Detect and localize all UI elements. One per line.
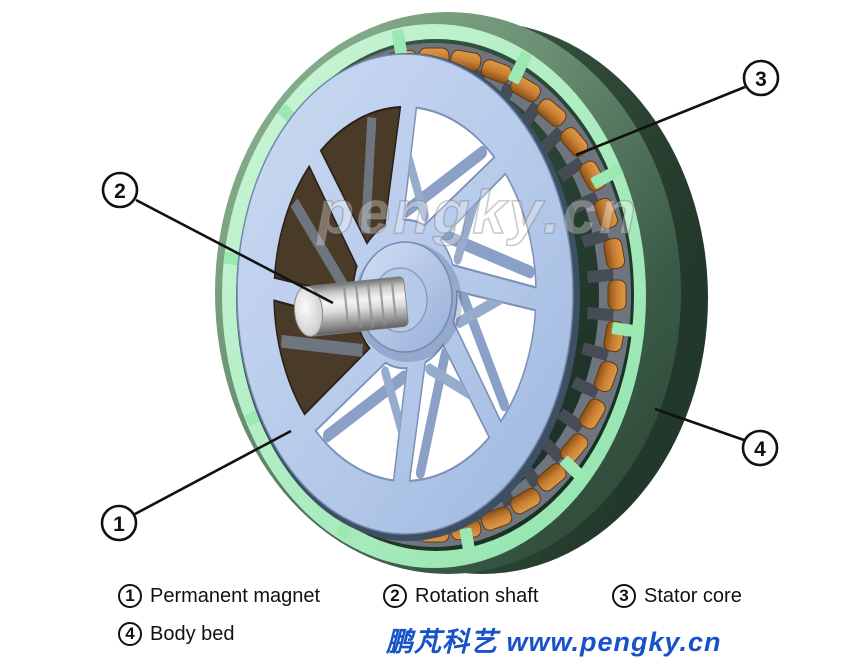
stator-coil [579,398,606,430]
legend-item-rotation-shaft: 2 Rotation shaft [383,582,538,610]
support-post [611,322,645,339]
callout-2[interactable]: 2 [101,171,139,209]
callout-lines [134,85,746,516]
core-through-cutout [281,334,363,357]
callout-1[interactable]: 1 [100,504,138,542]
rotor-disc [236,53,580,541]
svg-text:2: 2 [114,180,126,203]
legend-num-1: 1 [118,584,142,608]
stator-coil [536,98,567,127]
bottom-watermark[interactable]: 鹏芃科艺 www.pengky.cn [386,627,722,657]
support-post [590,164,624,189]
legend-label-4: Body bed [150,622,235,645]
callout-line-1 [134,429,292,516]
disc-cutout [319,105,402,245]
stator-coil [510,487,541,515]
support-post [459,527,477,561]
back-strut [381,366,407,480]
legend-item-permanent-magnet: 1 Permanent magnet [118,582,320,610]
stator-core-tooth [581,229,610,248]
callout-4[interactable]: 4 [741,429,779,467]
callout-line-3 [575,85,746,157]
stator-core-tooth [581,342,610,361]
stator-core-tooth [556,157,585,182]
stator-core-tooth [571,376,600,399]
svg-text:1: 1 [113,513,125,536]
stator-core-tooth [586,268,614,284]
svg-text:3: 3 [755,68,767,91]
callout-line-4 [654,407,745,442]
callout-markers: 1 2 3 4 [100,59,780,542]
back-strut [455,291,535,328]
disc-cutout [452,290,537,424]
support-post [508,51,532,84]
legend-label-3: Stator core [644,584,742,607]
callout-3[interactable]: 3 [742,59,780,97]
stator-coil [603,237,626,270]
legend-label-2: Rotation shaft [415,584,539,607]
stator-coil [607,279,627,311]
rotation-shaft [293,276,409,337]
disc-cutout [402,106,496,227]
stator-coil [480,506,513,531]
stator-coil [560,127,589,157]
stator-core-tooth [556,408,585,433]
stator-core-tooth [538,126,566,154]
stator-coil [536,463,567,492]
back-strut [403,108,429,222]
legend-item-body-bed: 4 Body bed [118,620,235,648]
core-through-cutout [360,116,377,234]
svg-text:4: 4 [754,438,766,461]
legend-num-4: 4 [118,622,142,646]
legend-label-1: Permanent magnet [150,584,321,607]
support-post [560,456,590,486]
disc-cutout [314,361,408,482]
disc-cutouts [273,105,537,483]
core-through-cutout [290,198,351,296]
center-watermark: pengky.cn [315,179,639,246]
legend-num-2: 2 [383,584,407,608]
stator-core-tooth [571,191,600,214]
disc-cutout [273,164,358,298]
callout-line-2 [135,198,334,305]
stator-coil [593,197,619,230]
stator-coil [593,360,619,393]
stator-core-tooth [586,306,614,322]
legend-num-3: 3 [612,584,636,608]
shaft-splines [343,281,398,329]
legend-item-stator-core: 3 Stator core [612,582,742,610]
